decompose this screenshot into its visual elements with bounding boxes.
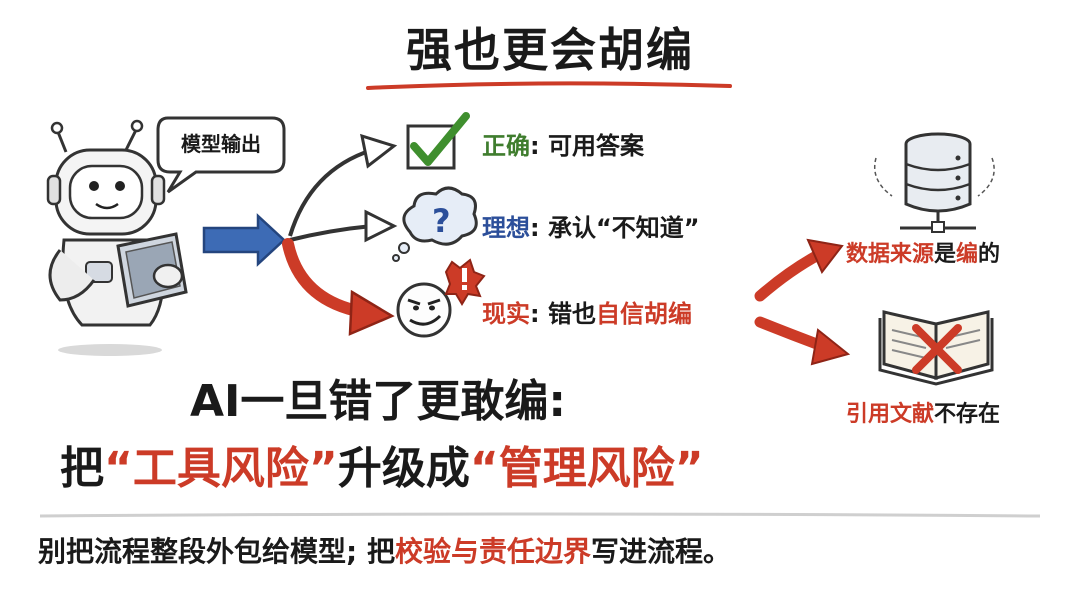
- footer-part-2: 校验与责任边界: [394, 535, 591, 568]
- branch-reality-text-red: 自信胡编: [595, 300, 692, 328]
- branch-ideal-label: 理想: [482, 214, 530, 242]
- branch-reality-text-plain: 错也: [547, 300, 596, 328]
- arrow-to-ideal: [289, 224, 373, 242]
- smirk-face-icon: [396, 282, 452, 338]
- branch-reality-sep: :: [530, 300, 548, 328]
- tablet-icon: [116, 232, 188, 308]
- branch-correct-sep: :: [530, 132, 548, 160]
- speech-bubble-text: 模型输出: [181, 132, 261, 156]
- headline-line-2-b: “工具风险”: [104, 443, 338, 494]
- robot-icon: [46, 119, 166, 356]
- branch-reality-label: 现实: [482, 300, 530, 328]
- branch-ideal-sep: :: [530, 214, 548, 242]
- headline-line-2-c: 升级成: [337, 443, 470, 494]
- speech-bubble: [156, 116, 286, 194]
- consequence-data-source: 数据来源是编的: [846, 236, 1000, 268]
- arrow-to-reality: [282, 238, 368, 318]
- consequence-citation-plain: 不存在: [934, 402, 1001, 427]
- consequence-data-source-plain2: 的: [978, 242, 1001, 267]
- footer-part-3: 写进流程。: [590, 535, 731, 568]
- headline-line-1: AI一旦错了更敢编:: [190, 376, 567, 427]
- branch-ideal-text: 承认“不知道”: [547, 214, 700, 242]
- branch-ideal: 理想: 承认“不知道”: [482, 208, 700, 243]
- branch-correct-text: 可用答案: [547, 132, 644, 160]
- svg-text:?: ?: [432, 202, 451, 240]
- consequence-data-source-plain: 是: [934, 242, 957, 267]
- headline-line-2-a: 把: [60, 443, 104, 494]
- thought-question-icon: ?: [392, 186, 478, 262]
- branch-correct: 正确: 可用答案: [482, 126, 644, 161]
- footer-text: 别把流程整段外包给模型; 把校验与责任边界写进流程。: [38, 530, 731, 570]
- headline-line-2: 把“工具风险”升级成“管理风险”: [60, 432, 704, 496]
- red-x-icon: [912, 324, 962, 374]
- input-arrow: [202, 213, 286, 267]
- footer-part-1: 别把流程整段外包给模型; 把: [38, 535, 395, 568]
- page-title: 强也更会胡编: [406, 23, 694, 77]
- title-underline: [366, 81, 732, 90]
- database-icon: [874, 132, 995, 233]
- arrow-to-data-source: [754, 248, 826, 302]
- consequence-citation: 引用文献不存在: [846, 396, 1000, 428]
- arrow-to-citation: [754, 316, 828, 352]
- check-box-icon: [406, 112, 470, 170]
- exclamation-icon: [444, 258, 486, 306]
- branch-reality: 现实: 错也自信胡编: [482, 294, 692, 329]
- branch-correct-label: 正确: [482, 132, 530, 160]
- consequence-data-source-red2: 编: [956, 242, 979, 267]
- consequence-citation-red: 引用文献: [846, 402, 935, 427]
- arrow-to-correct: [288, 148, 373, 237]
- footer-divider: [39, 512, 1041, 518]
- headline-line-2-d: “管理风险”: [469, 443, 704, 494]
- consequence-data-source-red: 数据来源: [846, 242, 935, 267]
